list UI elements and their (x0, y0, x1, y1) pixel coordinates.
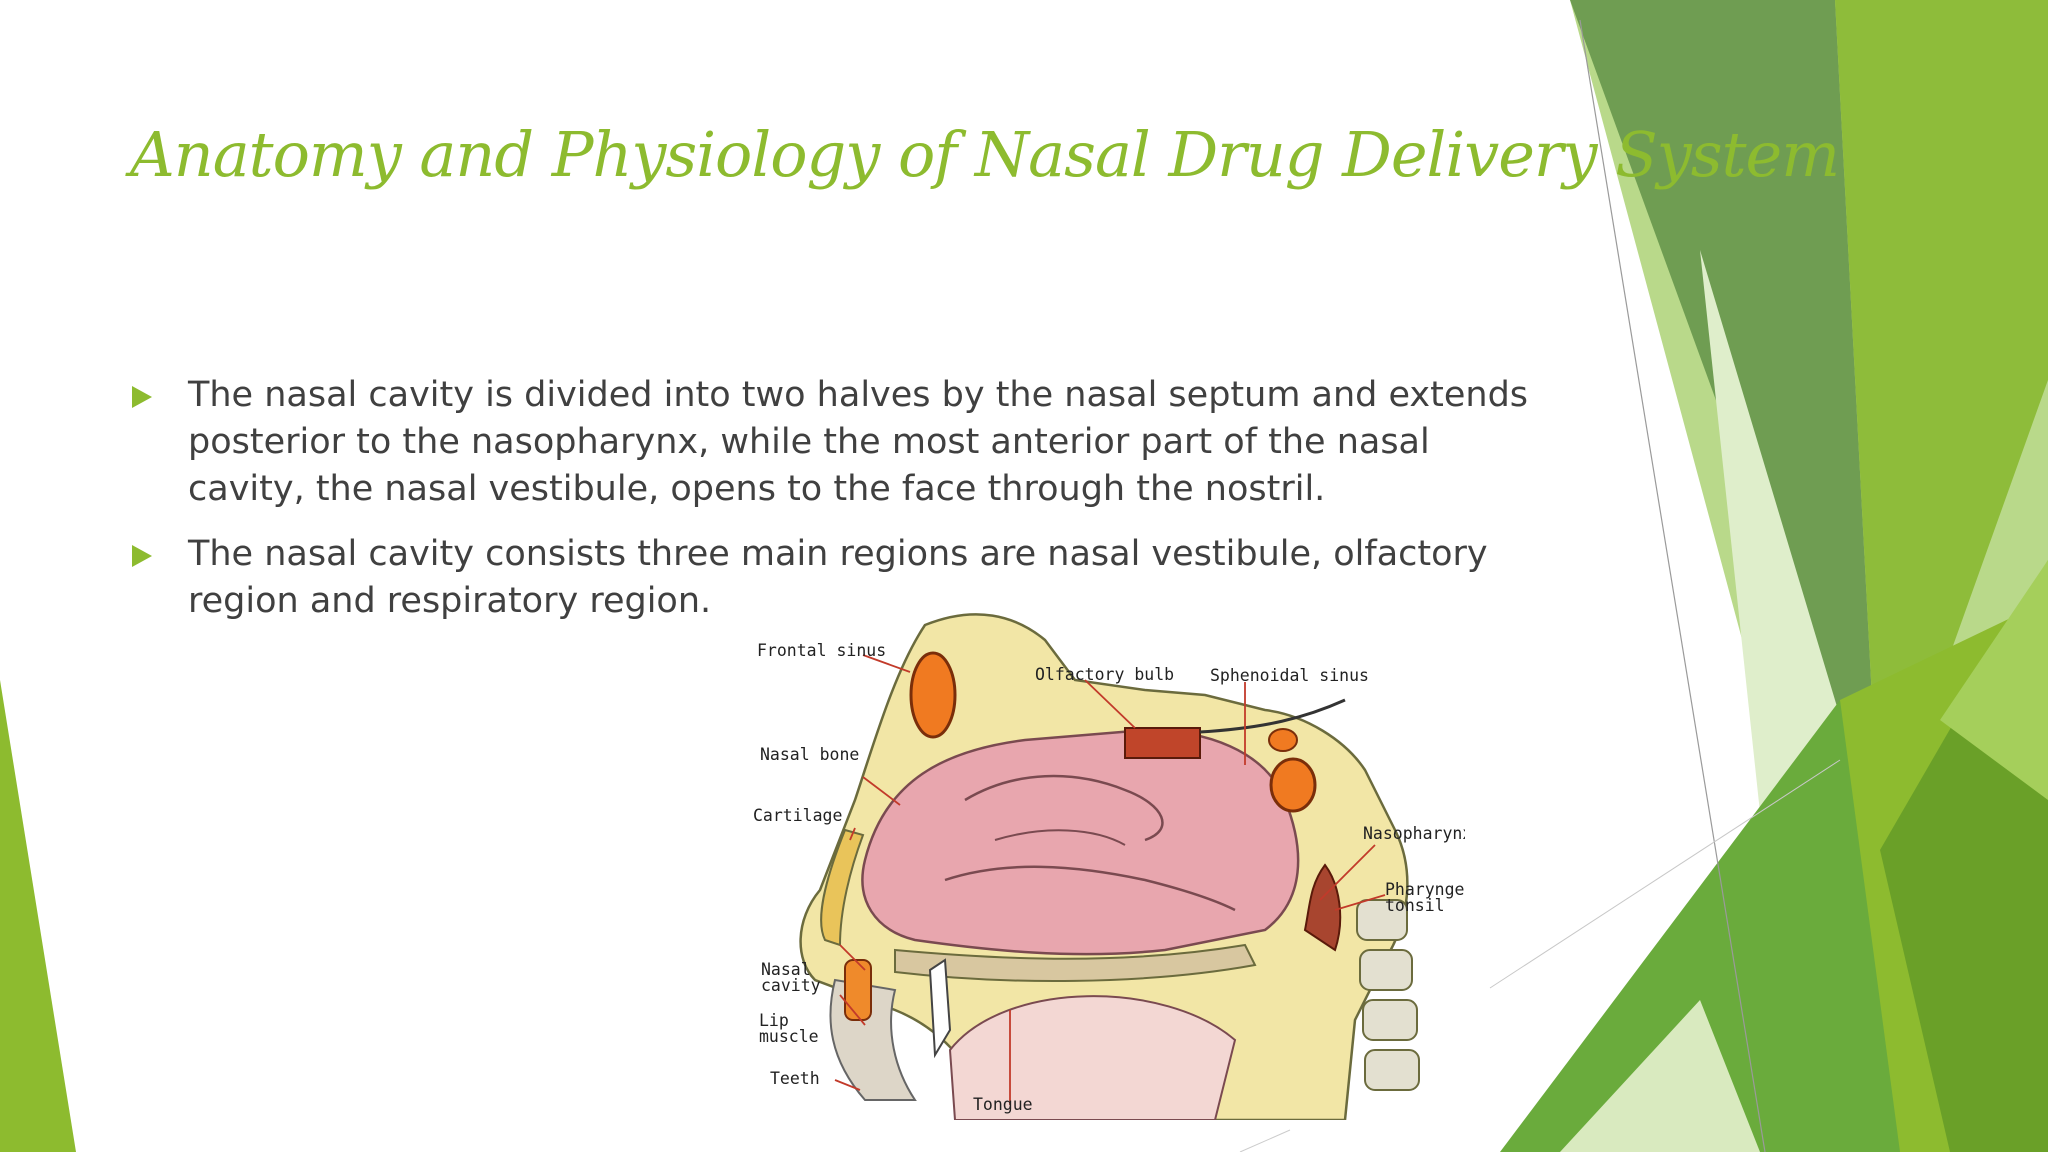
olfactory-bulb-label: Olfactory bulb (1035, 665, 1174, 684)
triangle-bullet-icon (132, 545, 152, 567)
nasal-anatomy-diagram: Frontal sinus Olfactory bulb Sphenoidal … (753, 613, 1465, 1120)
bullet-list: The nasal cavity is divided into two hal… (132, 372, 1552, 643)
pharyngeal-tonsil-label: Pharyngeal (1385, 880, 1465, 899)
sphenoidal-sinus-label: Sphenoidal sinus (1210, 666, 1369, 685)
nasal-cavity-label-2: cavity (761, 976, 821, 995)
bullet-text: The nasal cavity consists three main reg… (188, 534, 1488, 621)
nasopharynx-label: Nasopharynx (1363, 824, 1465, 843)
slide-title: Anatomy and Physiology of Nasal Drug Del… (130, 118, 1840, 191)
bullet-item: The nasal cavity consists three main reg… (132, 531, 1552, 625)
bullet-item: The nasal cavity is divided into two hal… (132, 372, 1552, 513)
pharyngeal-tonsil-label-2: tonsil (1385, 896, 1445, 915)
triangle-bullet-icon (132, 386, 152, 408)
frontal-sinus-label: Frontal sinus (757, 641, 886, 660)
tongue-label: Tongue (973, 1095, 1033, 1114)
teeth-label: Teeth (770, 1069, 820, 1088)
lip-muscle-label: Lip (759, 1011, 789, 1030)
nasal-cavity-label: Nasal (761, 960, 811, 979)
cartilage-label: Cartilage (753, 806, 842, 825)
nasal-bone-label: Nasal bone (760, 745, 859, 764)
bullet-text: The nasal cavity is divided into two hal… (188, 375, 1529, 509)
lip-muscle-label-2: muscle (759, 1027, 819, 1046)
